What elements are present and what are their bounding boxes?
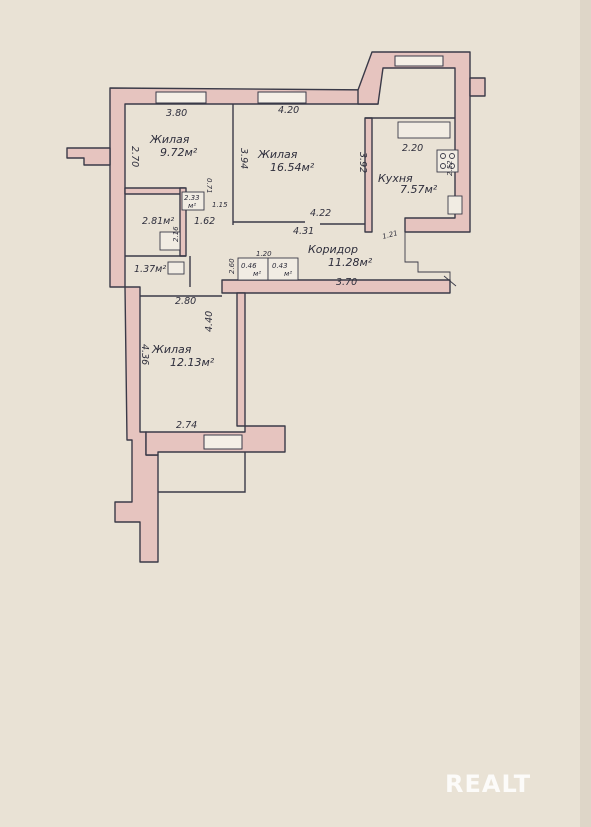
room-corridor-area: 11.28м² [328,256,373,269]
dim-0-71: 0.71 [205,178,213,194]
room-corridor-name: Коридор [308,243,358,256]
room-living2-name: Жилая [257,148,298,161]
dim-2-60: 2.60 [228,258,236,274]
stove-burner [440,153,446,159]
room-living3-name: Жилая [151,343,192,356]
corridor-edge-mark [443,275,457,287]
dim-1-15: 1.15 [212,201,228,209]
lower-outline [158,452,246,493]
room-living1-area: 9.72м² [160,146,198,159]
bathtub [159,231,181,251]
window-kitchen [394,55,444,67]
room-living3-area: 12.13м² [170,356,215,369]
closet-2 [267,257,299,281]
paper-edge-shadow [580,0,591,827]
closet3-area: 2.33 [184,194,200,202]
wall-corridor-bottom [221,279,451,294]
stove-burner [449,153,455,159]
stove-burner [449,163,455,169]
closet2-unit: м² [284,270,292,278]
dim-2-16: 2.16 [172,226,180,242]
realt-watermark: REALT [445,770,531,798]
partition-bedroom-right [236,292,246,427]
wall-right-bump [469,77,486,97]
partition-living2-kitchen [364,117,373,233]
room-kitchen-area: 7.57м² [400,183,438,196]
dim-2-74: 2.74 [176,420,197,431]
stove-burner [440,163,446,169]
room-living2-area: 16.54м² [270,161,315,174]
room-living1-name: Жилая [149,133,190,146]
toilet [167,261,185,275]
dim-3-80: 3.80 [166,108,187,119]
window-living2 [257,91,307,104]
stove [436,149,459,173]
dim-1-62: 1.62 [194,216,215,227]
dim-1-21: 1.21 [381,229,398,241]
dim-3-92: 3.92 [357,152,368,173]
partition-living1-bath [124,187,186,195]
dim-2-52: 2.52 [446,160,454,176]
wall-left-ledge [66,147,111,166]
room-bath1-area: 2.81м² [142,216,174,227]
dim-4-40: 4.40 [204,311,215,332]
kitchen-counter [397,121,451,139]
closet-3 [181,191,205,211]
room-bath2-area: 1.37м² [134,264,166,275]
window-living3 [203,434,243,450]
dim-1-20: 1.20 [256,250,272,258]
dim-4-22: 4.22 [310,208,331,219]
dim-2-70: 2.70 [129,146,140,167]
dim-4-31: 4.31 [293,226,314,237]
kitchen-sink [447,195,463,215]
closet1-unit: м² [253,270,261,278]
closet1-area: 0.46 [241,262,257,270]
window-living1 [155,91,207,104]
dim-3-94: 3.94 [238,148,249,169]
dim-4-36: 4.36 [139,344,150,365]
dim-4-20: 4.20 [278,105,299,116]
dim-2-20: 2.20 [402,143,423,154]
closet2-area: 0.43 [272,262,288,270]
dim-3-70: 3.70 [336,277,357,288]
corridor-door-right [404,232,451,280]
room-kitchen-name: Кухня [378,172,413,185]
closet3-unit: м² [188,202,196,210]
wall-left-lower [114,286,159,563]
dim-2-80: 2.80 [175,296,196,307]
